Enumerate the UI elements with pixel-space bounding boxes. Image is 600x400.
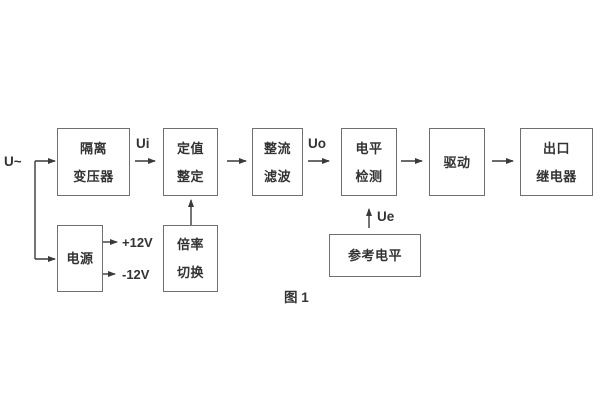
block-ratio-switch: 倍率 切换: [163, 225, 218, 292]
signal-label-uo: Uo: [308, 136, 326, 151]
block-label-line: 检测: [355, 168, 383, 184]
block-label-line: 参考电平: [347, 248, 402, 263]
figure-caption: 图 1: [284, 290, 309, 305]
block-label-line: 电平: [355, 140, 383, 156]
block-label-line: 隔离: [79, 140, 107, 156]
signal-label-ui: Ui: [136, 136, 150, 151]
signal-label-minus12v: -12V: [122, 267, 150, 282]
signal-label-u-source: U~: [4, 154, 22, 169]
block-label-line: 继电器: [536, 168, 577, 184]
block-reference-level: 参考电平: [329, 234, 421, 277]
block-label-line: 倍率: [176, 237, 204, 252]
block-label-line: 滤波: [263, 168, 291, 184]
block-label-line: 整定: [176, 168, 204, 184]
block-drive: 驱动: [429, 128, 485, 196]
block-rectify-filter: 整流 滤波: [252, 128, 303, 196]
signal-label-ue: Ue: [377, 209, 395, 224]
block-level-detect: 电平 检测: [341, 128, 397, 196]
block-output-relay: 出口 继电器: [520, 128, 593, 196]
block-label-line: 定值: [176, 140, 204, 156]
block-label-line: 变压器: [73, 168, 114, 184]
block-label-line: 整流: [263, 140, 291, 156]
signal-label-plus12v: +12V: [122, 235, 153, 250]
block-label-line: 出口: [542, 140, 570, 156]
block-label-line: 电源: [66, 251, 94, 266]
block-label-line: 切换: [176, 265, 204, 280]
block-isolation-transformer: 隔离 变压器: [57, 128, 130, 196]
block-label-line: 驱动: [443, 154, 471, 170]
block-power-supply: 电源: [57, 225, 103, 292]
block-value-setting: 定值 整定: [163, 128, 218, 196]
